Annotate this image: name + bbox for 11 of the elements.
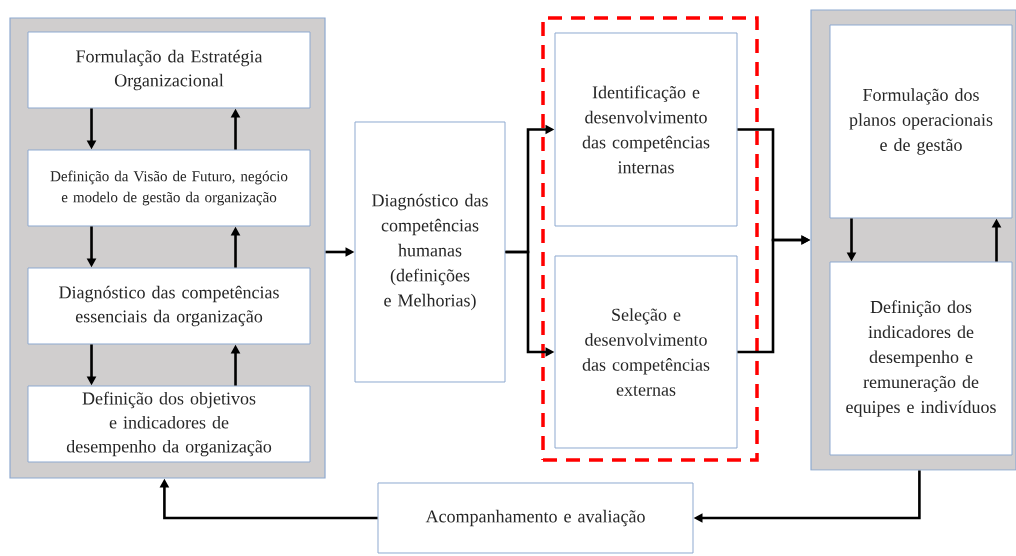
process-box: Formulação dos planos operacionais e de gestão xyxy=(829,24,1013,219)
process-box: Diagnóstico das competências essenciais da organização xyxy=(27,267,311,345)
process-box: Acompanhamento e avaliação xyxy=(377,482,694,554)
process-box: Diagnóstico das competências humanas (definições e Melhorias) xyxy=(354,121,506,383)
process-box: Definição da Visão de Futuro, negócio e modelo de gestão da organização xyxy=(27,149,311,227)
process-box: Identificação e desenvolvimento das competências internas xyxy=(554,32,738,227)
process-box: Seleção e desenvolvimento das competências externas xyxy=(554,255,738,449)
process-box: Definição dos indicadores de desempenho e remuneração de equipes e indivíduos xyxy=(829,261,1013,456)
process-box: Formulação da Estratégia Organizacional xyxy=(27,31,311,109)
process-box: Definição dos objetivos e indicadores de desempenho da organização xyxy=(27,385,311,463)
dashed-frame xyxy=(541,16,759,462)
